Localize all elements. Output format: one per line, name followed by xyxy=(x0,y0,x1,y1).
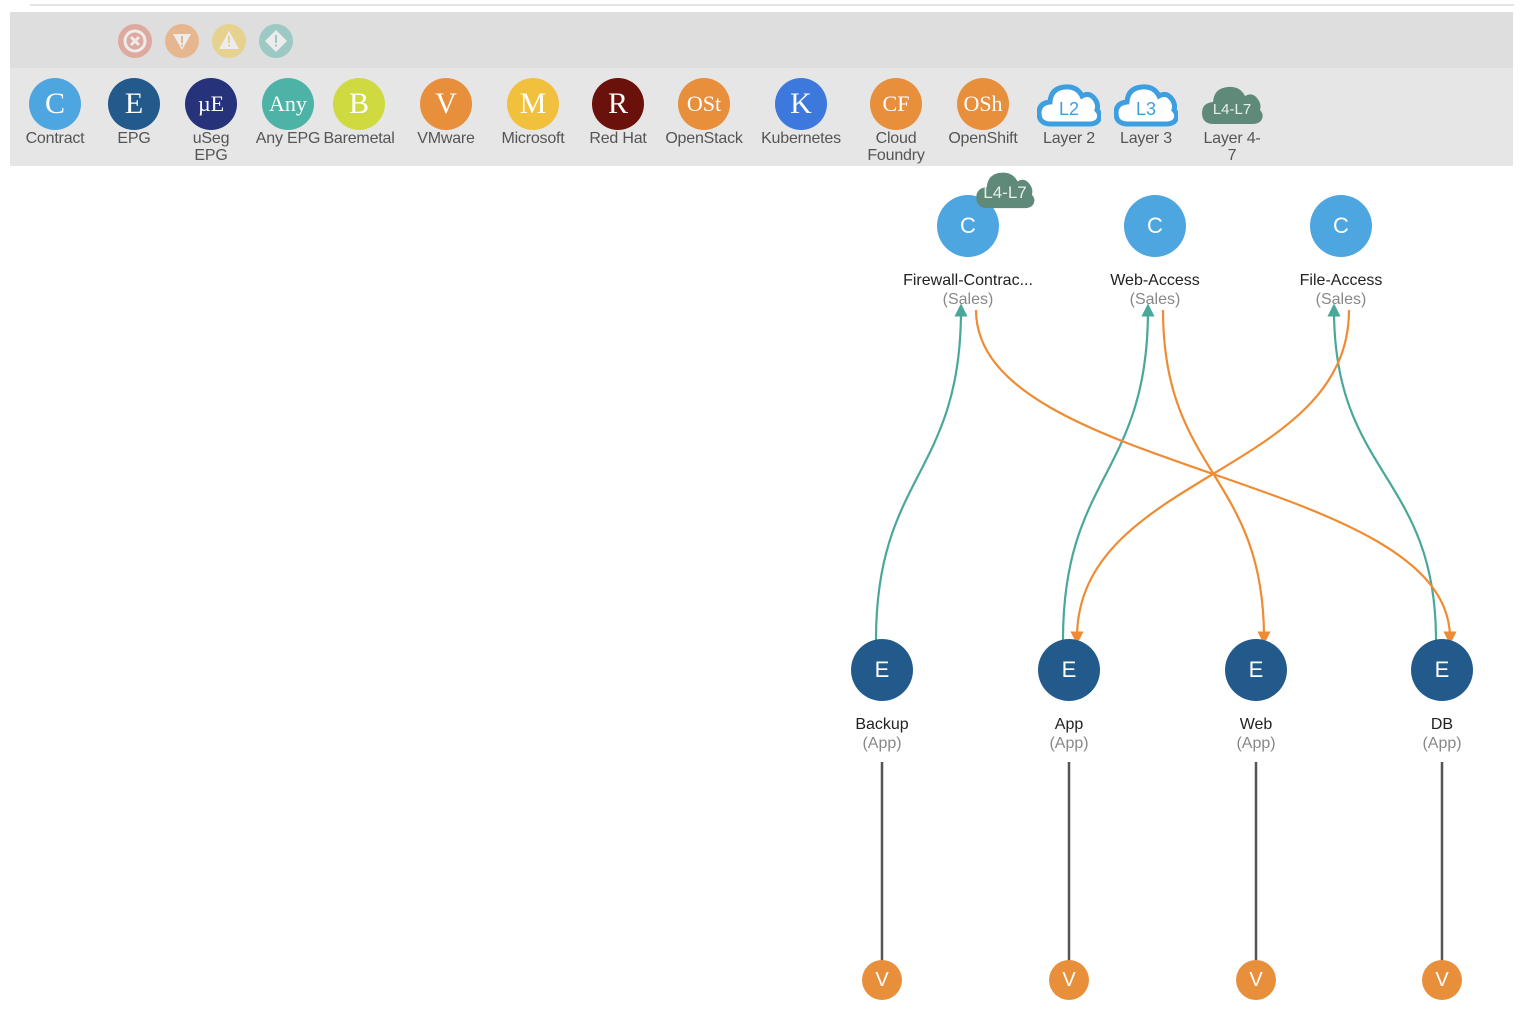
epg-scope: (App) xyxy=(1236,735,1276,752)
palette-label: Baremetal xyxy=(323,130,395,147)
contract-name: Web-Access xyxy=(1110,272,1200,289)
openstack-icon: OSt xyxy=(678,78,730,130)
palette-label: OpenShift xyxy=(948,130,1018,147)
contract-icon: C xyxy=(29,78,81,130)
epg-icon: E xyxy=(1225,639,1287,701)
vmware-icon: V xyxy=(1236,960,1276,1000)
contract-scope: (Sales) xyxy=(942,291,994,308)
epg-icon: E xyxy=(108,78,160,130)
epg-node-app[interactable]: E App (App) xyxy=(989,639,1149,753)
warning-fault-icon[interactable] xyxy=(259,24,293,58)
fault-status-bar xyxy=(10,12,1513,68)
palette-label: Layer 4-7 xyxy=(1203,130,1261,164)
l4-l7-service-graph-icon[interactable]: L4-L7 xyxy=(972,166,1038,212)
vm-node-web[interactable]: V xyxy=(1236,960,1276,1000)
epg-name: Backup xyxy=(855,716,909,733)
major-fault-icon[interactable] xyxy=(165,24,199,58)
vm-node-db[interactable]: V xyxy=(1422,960,1462,1000)
epg-name: App xyxy=(1054,716,1084,733)
epg-node-web[interactable]: E Web (App) xyxy=(1176,639,1336,753)
layer4-7-icon: L4-L7 xyxy=(1200,80,1264,128)
palette-label: OpenStack xyxy=(665,130,743,147)
palette-label: Layer 3 xyxy=(1120,130,1172,147)
palette-label: Cloud Foundry xyxy=(867,130,925,164)
microsoft-icon: M xyxy=(507,78,559,130)
palette-label: Red Hat xyxy=(589,130,647,147)
contract-node-file-access[interactable]: C File-Access (Sales) xyxy=(1261,195,1421,309)
vmware-icon: V xyxy=(420,78,472,130)
layer3-icon: L3 xyxy=(1114,80,1178,128)
contract-scope: (Sales) xyxy=(1129,291,1181,308)
vmware-icon: V xyxy=(862,960,902,1000)
palette-label: Contract xyxy=(25,130,85,147)
palette-label: Any EPG xyxy=(255,130,321,147)
epg-scope: (App) xyxy=(1049,735,1089,752)
kubernetes-icon: K xyxy=(775,78,827,130)
vm-node-backup[interactable]: V xyxy=(862,960,902,1000)
epg-scope: (App) xyxy=(1422,735,1462,752)
layer2-icon: L2 xyxy=(1037,80,1101,128)
consumer-edge-app-to-web-access[interactable] xyxy=(1061,303,1155,641)
minor-fault-icon[interactable] xyxy=(212,24,246,58)
consumer-edge-db-to-file-access[interactable] xyxy=(1327,303,1438,641)
epg-name: Web xyxy=(1239,716,1273,733)
epg-node-backup[interactable]: E Backup (App) xyxy=(802,639,962,753)
epg-name: DB xyxy=(1430,716,1454,733)
palette-label: Kubernetes xyxy=(761,130,841,147)
vmware-icon: V xyxy=(1049,960,1089,1000)
provider-edge-file-access-to-app[interactable] xyxy=(1070,309,1351,645)
contract-name: Firewall-Contrac... xyxy=(903,272,1033,289)
epg-scope: (App) xyxy=(862,735,902,752)
any-epg-icon: Any xyxy=(262,78,314,130)
useg-epg-icon: µE xyxy=(185,78,237,130)
epg-icon: E xyxy=(1038,639,1100,701)
cloud-foundry-icon: CF xyxy=(870,78,922,130)
baremetal-icon: B xyxy=(333,78,385,130)
redhat-icon: R xyxy=(592,78,644,130)
epg-icon: E xyxy=(851,639,913,701)
openshift-icon: OSh xyxy=(957,78,1009,130)
palette-label: EPG xyxy=(117,130,151,147)
contract-name: File-Access xyxy=(1299,272,1383,289)
palette-label: VMware xyxy=(417,130,475,147)
epg-icon: E xyxy=(1411,639,1473,701)
contract-icon: C xyxy=(1124,195,1186,257)
critical-fault-icon[interactable] xyxy=(118,24,152,58)
vm-node-app[interactable]: V xyxy=(1049,960,1089,1000)
palette-label: Microsoft xyxy=(501,130,565,147)
palette-label: Layer 2 xyxy=(1043,130,1095,147)
consumer-edge-backup-to-firewall[interactable] xyxy=(874,303,968,641)
epg-node-db[interactable]: E DB (App) xyxy=(1362,639,1520,753)
contract-icon: C xyxy=(1310,195,1372,257)
vmware-icon: V xyxy=(1422,960,1462,1000)
palette-label: uSeg EPG xyxy=(192,130,230,164)
top-divider xyxy=(30,4,1514,6)
contract-node-web-access[interactable]: C Web-Access (Sales) xyxy=(1075,195,1235,309)
contract-scope: (Sales) xyxy=(1315,291,1367,308)
